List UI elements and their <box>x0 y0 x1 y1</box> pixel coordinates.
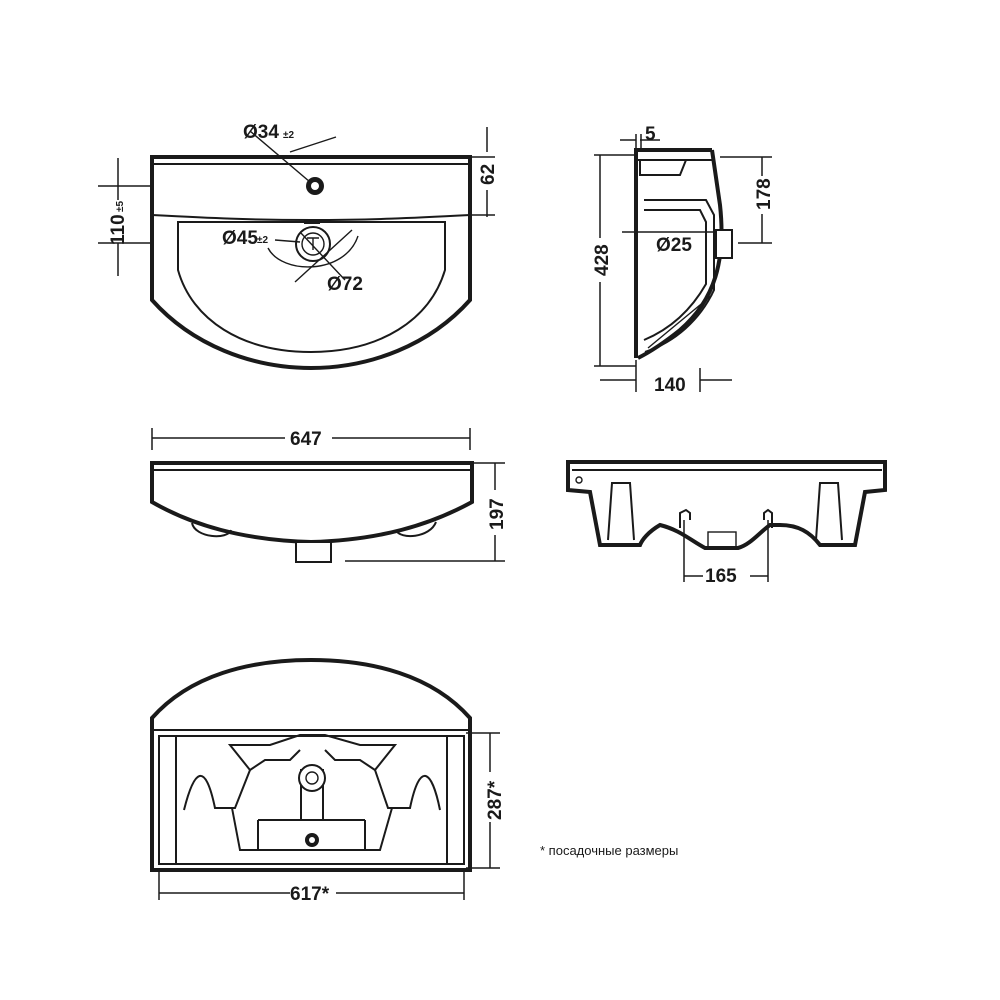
drain-diameter-label: Ø72 <box>327 274 363 295</box>
bottom-view-outline <box>150 657 472 872</box>
side-offset-label: 5 <box>645 124 656 145</box>
overflow-slot <box>304 219 320 224</box>
top-hole-diameter-label: Ø34 <box>243 122 279 143</box>
top-hole-tolerance: ±2 <box>283 130 294 141</box>
width-label: 647 <box>290 429 322 450</box>
top-view: Ø34 ±2 Ø45 ±2 Ø72 62 110 ±5 <box>98 122 499 371</box>
drain-pipe-diameter-label: Ø25 <box>656 235 692 256</box>
drain-inner <box>301 232 325 256</box>
bracket-spacing-label: 165 <box>705 566 737 587</box>
front-view-outline <box>150 461 474 545</box>
front-depth-tolerance: ±5 <box>115 201 126 212</box>
mounting-note: * посадочные размеры <box>540 843 678 858</box>
side-total-label: 428 <box>592 244 613 276</box>
rim-height-label: 62 <box>478 164 499 185</box>
overflow-diameter-label: Ø45 <box>222 228 258 249</box>
rear-view: 165 <box>566 460 887 587</box>
top-view-bowl <box>177 221 446 354</box>
mount-width-label: 617* <box>290 884 330 905</box>
rear-view-outline <box>566 460 887 550</box>
side-height-label: 178 <box>754 178 775 210</box>
front-depth-label: 110 <box>108 214 129 245</box>
side-view: 5 Ø25 178 428 140 <box>592 124 775 396</box>
mount-height-label: 287* <box>485 780 506 820</box>
bottom-view: 287* 617* <box>150 657 506 905</box>
top-view-outline <box>150 155 472 371</box>
front-height-label: 197 <box>487 498 508 530</box>
overflow-tolerance: ±2 <box>257 235 268 246</box>
front-view: 647 197 <box>150 428 508 563</box>
side-depth-label: 140 <box>654 375 686 396</box>
